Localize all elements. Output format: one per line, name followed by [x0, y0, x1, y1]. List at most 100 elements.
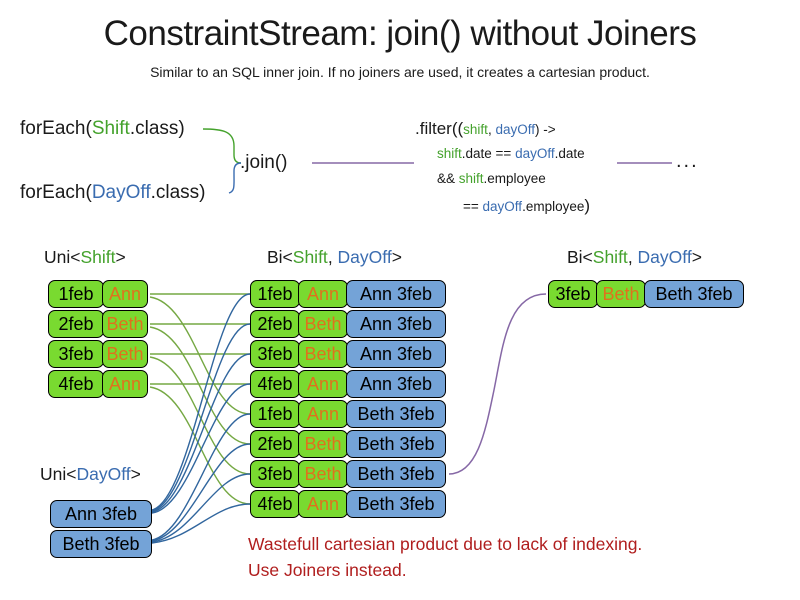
code-foreach-dayoff: forEach(DayOff.class)	[20, 182, 206, 204]
dayoff-cell: Beth 3feb	[50, 530, 152, 558]
shift-type-token: Shift	[80, 247, 116, 267]
dayoff-cell: Ann 3feb	[346, 370, 446, 398]
code-text: forEach(	[20, 118, 92, 139]
shift-date-cell: 3feb	[250, 460, 300, 488]
code-text: .class)	[129, 118, 185, 139]
shift-date-cell: 4feb	[250, 370, 300, 398]
header-text: ,	[327, 247, 338, 267]
header-text: >	[391, 247, 402, 267]
shift-employee-cell: Beth	[298, 310, 348, 338]
shift-date-cell: 4feb	[250, 490, 300, 518]
code-filter-line2: shift.date == dayOff.date	[437, 146, 585, 161]
shift-employee-cell: Beth	[596, 280, 646, 308]
shift-employee-cell: Beth	[298, 430, 348, 458]
shift-employee-cell: Ann	[102, 370, 148, 398]
table-row: 3feb Beth Beth 3feb	[548, 280, 744, 308]
table-row: 2feb Beth Beth 3feb	[250, 430, 446, 458]
shift-date-cell: 3feb	[548, 280, 598, 308]
code-text: .class)	[150, 182, 206, 203]
shift-var-token: shift	[463, 122, 488, 137]
code-filter-line4: == dayOff.employee)	[463, 196, 590, 216]
table-row: 2feb Beth Ann 3feb	[250, 310, 446, 338]
code-ellipsis: ...	[676, 150, 699, 172]
table-row: 4feb Ann Ann 3feb	[250, 370, 446, 398]
dayoff-cell: Ann 3feb	[346, 310, 446, 338]
shift-date-cell: 2feb	[250, 310, 300, 338]
code-filter-line3: && shift.employee	[437, 171, 546, 186]
header-text: ,	[627, 247, 638, 267]
brace-dayoff-to-join	[228, 162, 242, 194]
code-text: ,	[487, 122, 496, 137]
dayoff-cell: Beth 3feb	[346, 460, 446, 488]
table-row: 4feb Ann	[48, 370, 148, 398]
code-text: )	[584, 196, 591, 215]
code-text: forEach(	[20, 182, 92, 203]
dayoff-cell: Ann 3feb	[346, 340, 446, 368]
shift-date-cell: 2feb	[48, 310, 104, 338]
dayoff-type-token: DayOff	[76, 464, 131, 484]
dayoff-class-token: DayOff	[91, 182, 151, 203]
code-text: ==	[463, 199, 483, 214]
dayoff-var-token: dayOff	[515, 146, 555, 161]
code-text: .filter((	[415, 119, 464, 138]
code-text: &&	[437, 171, 459, 186]
dayoff-cell: Beth 3feb	[346, 400, 446, 428]
shift-employee-cell: Ann	[298, 370, 348, 398]
table-row: Ann 3feb	[50, 500, 152, 528]
table-row: 1feb Ann	[48, 280, 148, 308]
header-text: >	[115, 247, 126, 267]
table-row: 3feb Beth Ann 3feb	[250, 340, 446, 368]
shift-var-token: shift	[458, 171, 484, 186]
shift-employee-cell: Beth	[102, 310, 148, 338]
shift-date-cell: 3feb	[48, 340, 104, 368]
code-text: .employee	[483, 171, 546, 186]
uni-dayoff-header: Uni<DayOff>	[40, 464, 141, 485]
table-row: 3feb Beth Beth 3feb	[250, 460, 446, 488]
header-text: >	[130, 464, 141, 484]
shift-class-token: Shift	[91, 118, 130, 139]
dayoff-cell: Beth 3feb	[346, 490, 446, 518]
warning-caption: Wastefull cartesian product due to lack …	[248, 531, 642, 584]
shift-date-cell: 1feb	[250, 400, 300, 428]
table-row: 1feb Ann Ann 3feb	[250, 280, 446, 308]
code-text: .date ==	[461, 146, 516, 161]
header-text: >	[691, 247, 702, 267]
shift-employee-cell: Beth	[298, 460, 348, 488]
dayoff-cell: Ann 3feb	[346, 280, 446, 308]
dayoff-type-token: DayOff	[337, 247, 392, 267]
table-row: 1feb Ann Beth 3feb	[250, 400, 446, 428]
code-join: .join()	[240, 152, 288, 173]
page-subtitle: Similar to an SQL inner join. If no join…	[150, 64, 650, 80]
code-text: .date	[554, 146, 585, 161]
table-row: 2feb Beth	[48, 310, 148, 338]
table-row: 4feb Ann Beth 3feb	[250, 490, 446, 518]
warning-line: Use Joiners instead.	[248, 560, 407, 581]
shift-date-cell: 1feb	[250, 280, 300, 308]
shift-links	[149, 293, 251, 505]
dayoff-type-token: DayOff	[637, 247, 692, 267]
code-filter-line1: .filter((shift, dayOff) ->	[415, 119, 556, 139]
table-row: 3feb Beth	[48, 340, 148, 368]
dayoff-cell: Beth 3feb	[644, 280, 744, 308]
code-foreach-shift: forEach(Shift.class)	[20, 118, 185, 140]
shift-date-cell: 4feb	[48, 370, 104, 398]
brace-shift-to-join	[202, 128, 242, 164]
dayoff-cell: Beth 3feb	[346, 430, 446, 458]
shift-employee-cell: Ann	[298, 400, 348, 428]
shift-employee-cell: Beth	[298, 340, 348, 368]
shift-date-cell: 2feb	[250, 430, 300, 458]
warning-line: Wastefull cartesian product due to lack …	[248, 534, 643, 554]
header-text: Bi<	[567, 247, 593, 267]
bi-result-header: Bi<Shift, DayOff>	[567, 247, 702, 268]
shift-type-token: Shift	[292, 247, 328, 267]
shift-employee-cell: Ann	[298, 490, 348, 518]
code-text: .employee	[522, 199, 585, 214]
header-text: Uni<	[40, 464, 77, 484]
shift-employee-cell: Ann	[102, 280, 148, 308]
shift-date-cell: 1feb	[48, 280, 104, 308]
header-text: Bi<	[267, 247, 293, 267]
shift-type-token: Shift	[592, 247, 628, 267]
page-title: ConstraintStream: join() without Joiners	[103, 14, 697, 53]
